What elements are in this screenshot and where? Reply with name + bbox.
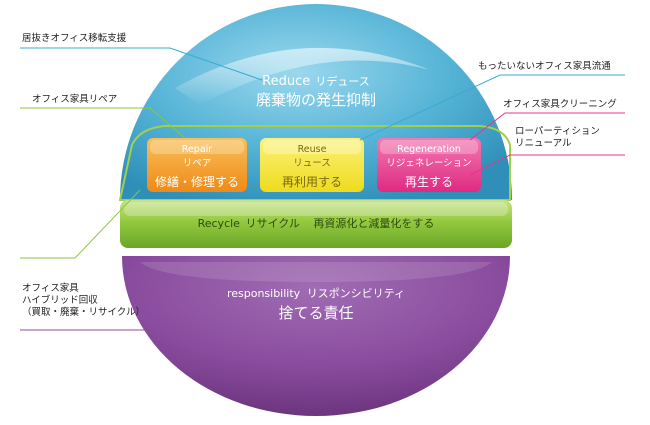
reduce-en: Reduce bbox=[262, 74, 311, 89]
dome-highlight bbox=[175, 47, 430, 105]
responsibility-dome bbox=[122, 256, 510, 416]
callout-reuse: もったいないオフィス家具流通 bbox=[478, 61, 611, 72]
callout-renewal: ローパーティション リニューアル bbox=[515, 126, 600, 149]
reuse-desc: 再利用する bbox=[281, 175, 342, 189]
repair-desc: 修繕・修理する bbox=[154, 175, 239, 189]
callout-line-cleaning bbox=[469, 112, 625, 141]
callout-cleaning: オフィス家具クリーニング bbox=[503, 99, 617, 110]
reuse-box-bg bbox=[260, 138, 364, 192]
regeneration-box: Regeneration リジェネレーション 再生する bbox=[377, 138, 481, 192]
repair-jp: リペア bbox=[182, 158, 212, 169]
callout-line-hybrid bbox=[20, 189, 141, 259]
recycle-desc: 再資源化と減量化をする bbox=[313, 217, 435, 230]
green-frame bbox=[118, 125, 511, 201]
recycle-jp: リサイクル bbox=[245, 217, 300, 230]
callout-repair: オフィス家具リペア bbox=[32, 94, 118, 105]
callout-line-top-left bbox=[20, 47, 263, 81]
regeneration-desc: 再生する bbox=[404, 175, 453, 189]
repair-box-bg bbox=[147, 138, 247, 192]
callout-line-hybrid-2 bbox=[20, 321, 161, 331]
reduce-subtitle: 廃棄物の発生抑制 bbox=[255, 91, 376, 109]
callout-line-repair bbox=[20, 107, 186, 139]
responsibility-en: responsibility bbox=[226, 287, 301, 300]
callout-line-reuse bbox=[359, 74, 625, 141]
repair-box: Repair リペア 修繕・修理する bbox=[147, 138, 247, 192]
reduce-jp: リデュース bbox=[315, 75, 370, 88]
reuse-jp: リュース bbox=[293, 158, 331, 169]
reuse-en: Reuse bbox=[297, 144, 327, 155]
callout-hybrid: オフィス家具 ハイブリッド回収 （買取・廃棄・リサイクル） bbox=[22, 283, 146, 318]
regeneration-jp: リジェネレーション bbox=[386, 158, 472, 169]
reuse-box: Reuse リュース 再利用する bbox=[260, 138, 364, 192]
callout-line-renewal bbox=[469, 154, 625, 176]
responsibility-jp: リスポンシビリティ bbox=[306, 287, 406, 300]
reduce-label: Reduce リデュース bbox=[216, 71, 416, 90]
purple-highlight bbox=[140, 262, 492, 282]
recycle-en: Recycle bbox=[197, 217, 240, 230]
regeneration-en: Regeneration bbox=[397, 144, 461, 155]
responsibility-label: responsibility リスポンシビリティ bbox=[160, 287, 472, 301]
recycle-band bbox=[120, 200, 512, 248]
callout-top-left: 居抜きオフィス移転支援 bbox=[22, 33, 127, 44]
responsibility-desc: 捨てる責任 bbox=[278, 304, 354, 322]
repair-en: Repair bbox=[181, 144, 213, 155]
regeneration-box-bg bbox=[377, 138, 481, 192]
recycle-label: Recycle リサイクル 再資源化と減量化をする bbox=[120, 217, 512, 231]
